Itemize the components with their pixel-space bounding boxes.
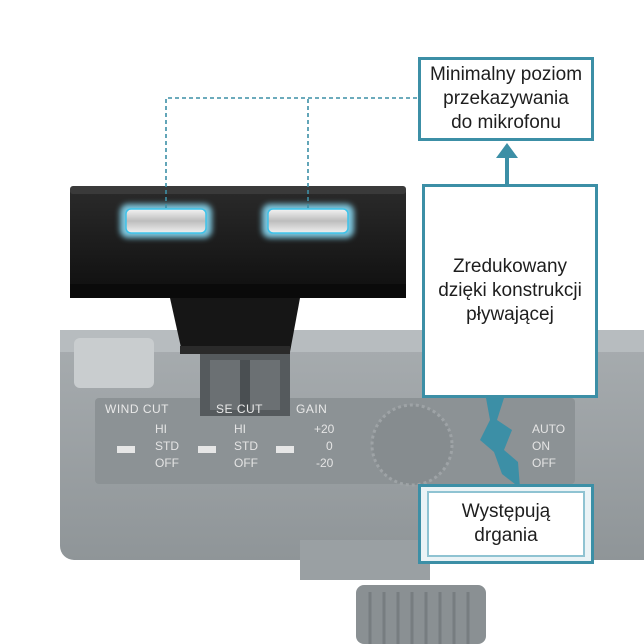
callout-top-line-2: przekazywania <box>443 88 569 109</box>
mic-neck <box>300 540 430 580</box>
wind-cut-led <box>117 446 135 453</box>
gain-label: GAIN <box>296 402 328 416</box>
low-cut-led <box>198 446 216 453</box>
vibration-arrow <box>480 398 520 488</box>
callout-bottom-inner: Występują drgania <box>427 491 585 557</box>
mount-stem <box>170 298 300 352</box>
mount-shoe-slot <box>240 360 250 410</box>
callout-minimal-transmission: Minimalny poziom przekazywania do mikrof… <box>418 57 594 141</box>
mode-opt-off: OFF <box>532 456 556 470</box>
callout-top-line-1: Minimalny poziom <box>429 64 583 85</box>
mount-head-rim <box>70 186 406 194</box>
mount-head <box>70 186 406 298</box>
callout-mid-line-2: dzięki konstrukcji <box>438 280 582 301</box>
callout-mid-line-1: Zredukowany <box>452 256 568 277</box>
leader-line-dashed <box>165 97 418 208</box>
base-ring-ridges <box>368 592 470 644</box>
wind-cut-label: WIND CUT <box>105 402 169 416</box>
low-cut-opt-std: STD <box>234 439 258 453</box>
low-cut-opt-off: OFF <box>234 456 258 470</box>
mount-head-bottom <box>70 284 406 298</box>
callout-top-line-3: do mikrofonu <box>451 112 561 133</box>
gain-opt-plus20: +20 <box>314 422 335 436</box>
callout-bottom-line-1: Występują drgania <box>461 501 551 546</box>
gain-opt-0: 0 <box>326 439 333 453</box>
mount-stem-inner <box>180 346 290 354</box>
wind-cut-opt-off: OFF <box>155 456 179 470</box>
gain-led <box>276 446 294 453</box>
callout-reduced-floating-design: Zredukowany dzięki konstrukcji pływające… <box>422 184 598 398</box>
mode-opt-on: ON <box>532 439 550 453</box>
pad-left <box>125 208 207 234</box>
wind-cut-opt-hi: HI <box>155 422 167 436</box>
gain-opt-minus20: -20 <box>316 456 334 470</box>
wind-cut-opt-std: STD <box>155 439 179 453</box>
pad-right <box>267 208 349 234</box>
low-cut-opt-hi: HI <box>234 422 246 436</box>
low-cut-label: SE CUT <box>216 402 264 416</box>
arrow-up-head <box>496 143 518 158</box>
mic-clip-left <box>74 338 154 388</box>
switch-panel <box>95 398 575 484</box>
callout-mid-line-3: pływającej <box>466 304 554 325</box>
gain-dial <box>370 403 454 487</box>
mode-opt-auto: AUTO <box>532 422 566 436</box>
callout-vibrations-occur: Występują drgania <box>418 484 594 564</box>
